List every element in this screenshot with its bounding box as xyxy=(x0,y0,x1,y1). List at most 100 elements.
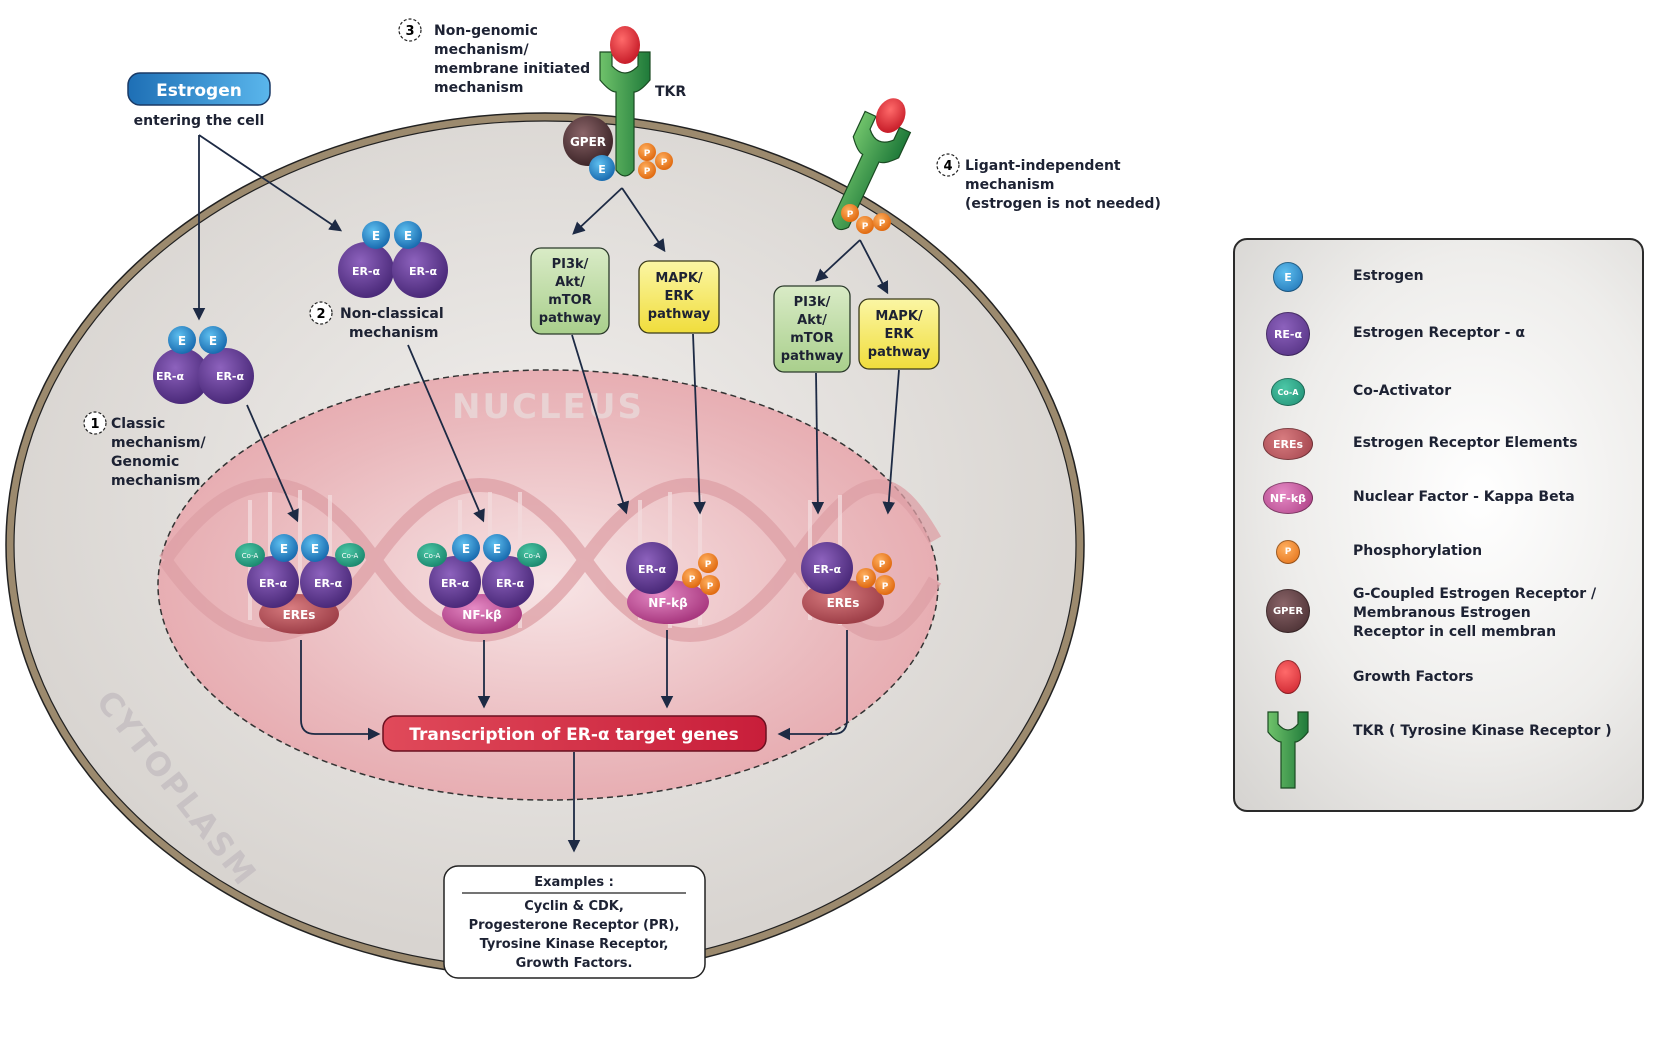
svg-text:P: P xyxy=(689,575,696,585)
svg-text:mechanism/: mechanism/ xyxy=(434,42,529,58)
svg-text:P: P xyxy=(882,582,889,592)
svg-text:Non-classical: Non-classical xyxy=(340,306,444,322)
mechanism-1-label: 1 Classic mechanism/ Genomic mechanism xyxy=(83,411,206,489)
svg-text:Transcription of ER-α target g: Transcription of ER-α target genes xyxy=(409,725,738,745)
svg-text:Examples :: Examples : xyxy=(534,875,614,890)
transcription-banner: Transcription of ER-α target genes xyxy=(382,715,767,752)
pi3k-pathway-box-1: PI3k/ Akt/ mTOR pathway xyxy=(530,247,610,335)
svg-text:E: E xyxy=(493,542,501,556)
svg-text:GPER: GPER xyxy=(570,135,606,149)
svg-text:ERK: ERK xyxy=(665,289,695,304)
svg-text:mTOR: mTOR xyxy=(548,293,591,308)
nfkb-icon: NF-kβ xyxy=(1263,482,1313,514)
svg-text:3: 3 xyxy=(405,24,414,39)
svg-text:E: E xyxy=(209,334,217,348)
svg-text:membrane initiated: membrane initiated xyxy=(434,61,590,77)
er-dimer-nonclassical: E E ER-α ER-α xyxy=(338,221,448,298)
svg-text:E: E xyxy=(404,229,412,243)
svg-text:ER-α: ER-α xyxy=(216,370,245,383)
growth-factor-icon xyxy=(1275,660,1301,694)
svg-text:Growth Factors.: Growth Factors. xyxy=(516,956,633,971)
estrogen-entry-caption: entering the cell xyxy=(134,113,265,129)
svg-text:EREs: EREs xyxy=(283,608,316,622)
svg-text:Co-A: Co-A xyxy=(342,552,359,560)
er-dimer-classic: E E ER-α ER-α xyxy=(153,326,254,404)
svg-text:pathway: pathway xyxy=(868,345,931,360)
svg-text:ER-α: ER-α xyxy=(638,563,667,576)
svg-text:ER-α: ER-α xyxy=(259,577,288,590)
svg-text:P: P xyxy=(644,149,651,159)
svg-text:Cyclin & CDK,: Cyclin & CDK, xyxy=(524,899,624,914)
nuclear-complex-nonclassical: NF-kβ ER-α ER-α Co-A Co-A E E xyxy=(417,534,547,634)
svg-text:mTOR: mTOR xyxy=(790,331,833,346)
gper-complex: GPER E P P P xyxy=(563,116,673,181)
svg-text:Akt/: Akt/ xyxy=(797,313,827,328)
nuclear-complex-nongenomic: NF-kβ ER-α P P P xyxy=(626,542,720,624)
mapk-pathway-box-1: MAPK/ ERK pathway xyxy=(638,260,720,334)
svg-text:E: E xyxy=(280,542,288,556)
svg-text:P: P xyxy=(847,210,854,220)
gper-icon: GPER xyxy=(1266,589,1310,633)
svg-text:ERK: ERK xyxy=(885,327,915,342)
svg-text:PI3k/: PI3k/ xyxy=(794,295,831,310)
svg-text:1: 1 xyxy=(90,417,99,432)
svg-text:4: 4 xyxy=(943,159,952,174)
svg-text:pathway: pathway xyxy=(539,311,602,326)
svg-text:ER-α: ER-α xyxy=(409,265,438,278)
svg-text:P: P xyxy=(879,560,886,570)
svg-text:Tyrosine Kinase Receptor,: Tyrosine Kinase Receptor, xyxy=(480,937,669,952)
svg-text:mechanism: mechanism xyxy=(434,80,523,96)
svg-text:E: E xyxy=(372,229,380,243)
svg-text:ER-α: ER-α xyxy=(352,265,381,278)
svg-text:mechanism: mechanism xyxy=(111,473,200,489)
nuclear-complex-ligand-independent: EREs ER-α P P P xyxy=(801,542,895,624)
svg-text:P: P xyxy=(862,222,869,232)
svg-text:NF-kβ: NF-kβ xyxy=(462,608,502,622)
svg-text:E: E xyxy=(598,163,606,176)
svg-text:(estrogen is not needed): (estrogen is not needed) xyxy=(965,196,1161,212)
svg-text:ER-α: ER-α xyxy=(314,577,343,590)
svg-text:P: P xyxy=(705,560,712,570)
svg-text:Co-A: Co-A xyxy=(524,552,541,560)
svg-text:Non-genomic: Non-genomic xyxy=(434,23,538,39)
tkr-icon xyxy=(1267,711,1309,789)
svg-text:Akt/: Akt/ xyxy=(555,275,585,290)
tkr-receptor-ligand-independent xyxy=(831,98,912,231)
svg-text:TKR: TKR xyxy=(655,84,686,100)
svg-text:NF-kβ: NF-kβ xyxy=(648,596,688,610)
svg-text:ER-α: ER-α xyxy=(496,577,525,590)
svg-text:mechanism: mechanism xyxy=(965,177,1054,193)
svg-text:P: P xyxy=(661,158,668,168)
phosphorylation-icon: P xyxy=(1276,540,1300,564)
er-alpha-icon: RE-α xyxy=(1266,312,1310,356)
tkr-receptor-membrane: TKR xyxy=(599,26,686,177)
mechanism-4-label: 4 Ligant-independent mechanism (estrogen… xyxy=(936,153,1161,212)
svg-text:P: P xyxy=(644,167,651,177)
svg-text:PI3k/: PI3k/ xyxy=(552,257,589,272)
mechanism-2-label: 2 Non-classical mechanism xyxy=(309,301,444,341)
svg-text:E: E xyxy=(311,542,319,556)
svg-text:ER-α: ER-α xyxy=(156,370,185,383)
svg-text:E: E xyxy=(462,542,470,556)
nuclear-complex-classic: EREs ER-α ER-α Co-A Co-A E E xyxy=(235,534,365,634)
svg-text:E: E xyxy=(178,334,186,348)
svg-text:ER-α: ER-α xyxy=(441,577,470,590)
eres-icon: EREs xyxy=(1263,428,1313,460)
pi3k-pathway-box-2: PI3k/ Akt/ mTOR pathway xyxy=(773,285,851,373)
examples-box: Examples : Cyclin & CDK, Progesterone Re… xyxy=(443,865,706,979)
svg-text:pathway: pathway xyxy=(781,349,844,364)
co-activator-icon: Co-A xyxy=(1271,378,1305,406)
estrogen-entry-badge: Estrogen xyxy=(127,72,271,106)
svg-text:P: P xyxy=(707,582,714,592)
svg-text:MAPK/: MAPK/ xyxy=(655,271,703,286)
svg-text:Ligant-independent: Ligant-independent xyxy=(965,158,1121,174)
estrogen-icon: E xyxy=(1273,262,1303,292)
svg-text:2: 2 xyxy=(316,307,325,322)
svg-text:mechanism: mechanism xyxy=(349,325,438,341)
svg-text:MAPK/: MAPK/ xyxy=(875,309,923,324)
svg-text:Co-A: Co-A xyxy=(424,552,441,560)
legend-panel: E Estrogen RE-α Estrogen Receptor - α Co… xyxy=(1233,238,1644,812)
mapk-pathway-box-2: MAPK/ ERK pathway xyxy=(858,298,940,370)
nucleus-label: NUCLEUS xyxy=(452,387,644,427)
